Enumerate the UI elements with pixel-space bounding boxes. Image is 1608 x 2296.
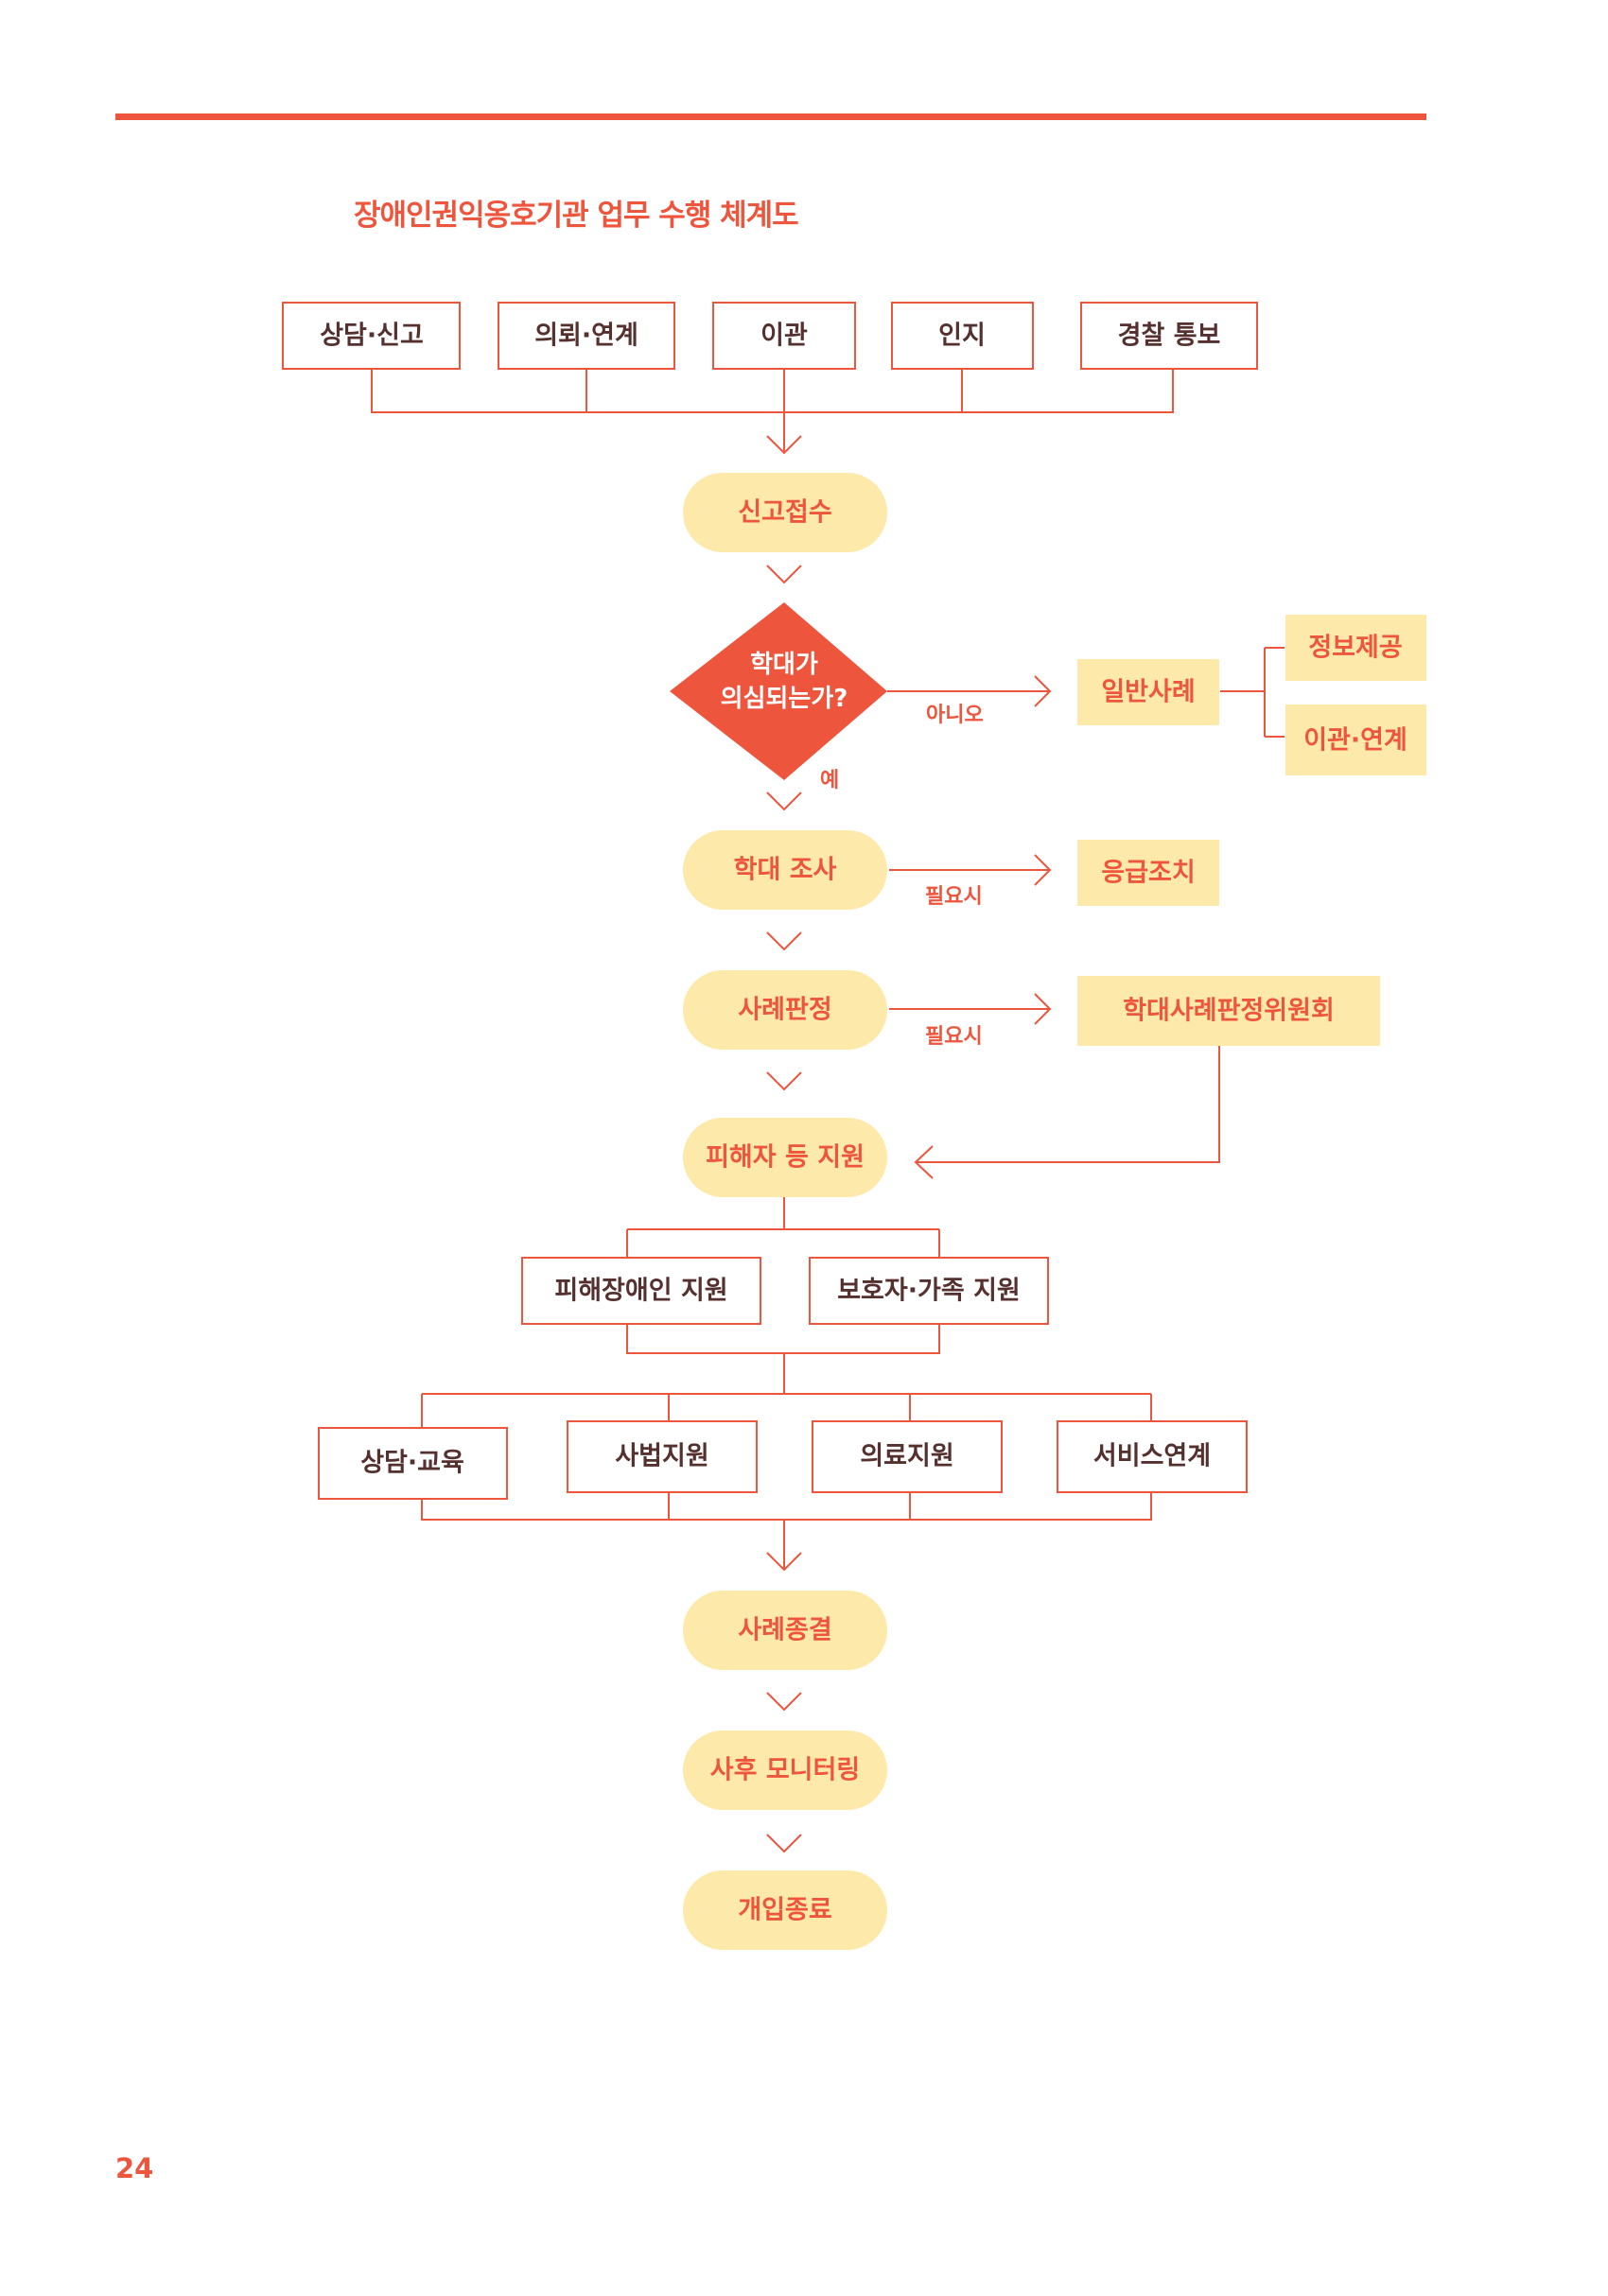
source-box-referral [498,302,675,370]
chevron-2 [766,931,802,951]
source-label-transfer: 이관 [760,322,808,351]
emergency-condition: 필요시 [925,885,983,909]
decision-line2: 의심되는가? [721,685,848,713]
chevron-monitor [766,1834,802,1853]
step-intake-pill [683,473,887,552]
decision-line1: 학대가 [750,651,818,679]
arrowhead-intake [766,435,802,455]
source-label-consult: 상담·신고 [320,322,424,351]
chevron-yes [766,791,802,811]
support-type-box-medical [812,1420,1003,1493]
arrow-emergency [889,854,1052,886]
support-type-box-legal [567,1420,758,1493]
committee-box [1077,976,1380,1046]
source-box-recognition [891,302,1034,370]
general-case-label: 일반사례 [1101,678,1195,707]
support-type-box-counsel [318,1427,508,1500]
committee-label: 학대사례판정위원회 [1123,997,1335,1026]
connector-support-targets [626,1197,940,1258]
step-intake: 신고접수 [738,498,831,528]
support-type-box-service [1057,1420,1248,1493]
connector-sources [371,369,1174,451]
emergency-box [1077,840,1219,906]
support-target-box-family [809,1257,1049,1325]
support-target-family: 보호자·가족 지원 [837,1277,1021,1306]
support-target-victim: 피해장애인 지원 [554,1277,727,1306]
emergency-label: 응급조치 [1101,859,1195,888]
step-investigation-pill [683,830,887,910]
source-box-consult [282,302,461,370]
step-closure: 사례종결 [738,1616,831,1645]
source-label-recognition: 인지 [938,322,986,351]
step-support-pill [683,1118,887,1197]
step-support: 피해자 등 지원 [706,1143,865,1173]
source-box-transfer [712,302,856,370]
top-rule [115,113,1426,120]
decision-diamond [670,602,887,780]
step-judgment: 사례판정 [738,996,831,1025]
arrowhead-closure [766,1552,802,1572]
arrow-committee [889,993,1052,1025]
support-type-service: 서비스연계 [1093,1442,1211,1471]
step-monitoring: 사후 모니터링 [710,1756,860,1785]
support-type-legal: 사법지원 [615,1442,708,1471]
page-number: 24 [115,2152,154,2184]
step-end: 개입종료 [738,1896,831,1925]
chevron-closure [766,1692,802,1712]
support-type-counsel: 상담·교육 [360,1449,464,1478]
transfer-link-box [1285,704,1426,775]
step-investigation: 학대 조사 [734,856,837,885]
step-judgment-pill [683,970,887,1050]
arrow-committee-return [914,1046,1220,1179]
decision-no-label: 아니오 [926,704,984,727]
arrow-no [887,675,1052,707]
info-provision-label: 정보제공 [1308,634,1402,663]
source-label-police: 경찰 통보 [1118,322,1221,351]
chevron-1 [766,565,802,584]
general-case-box [1077,659,1219,725]
branch-general [1220,647,1285,738]
connector-to-closure [421,1492,1152,1570]
info-provision-box [1285,615,1426,681]
source-box-police [1080,302,1258,370]
step-closure-pill [683,1591,887,1670]
diagram-title: 장애인권익옹호기관 업무 수행 체계도 [354,199,799,233]
source-label-referral: 의뢰·연계 [534,322,638,351]
connector-support-types [421,1324,1152,1428]
committee-condition: 필요시 [925,1025,983,1049]
support-target-box-victim [521,1257,761,1325]
transfer-link-label: 이관·연계 [1303,726,1407,756]
chevron-3 [766,1071,802,1091]
step-monitoring-pill [683,1731,887,1810]
support-type-medical: 의료지원 [860,1442,953,1471]
step-end-pill [683,1870,887,1950]
decision-yes-label: 예 [820,769,839,792]
